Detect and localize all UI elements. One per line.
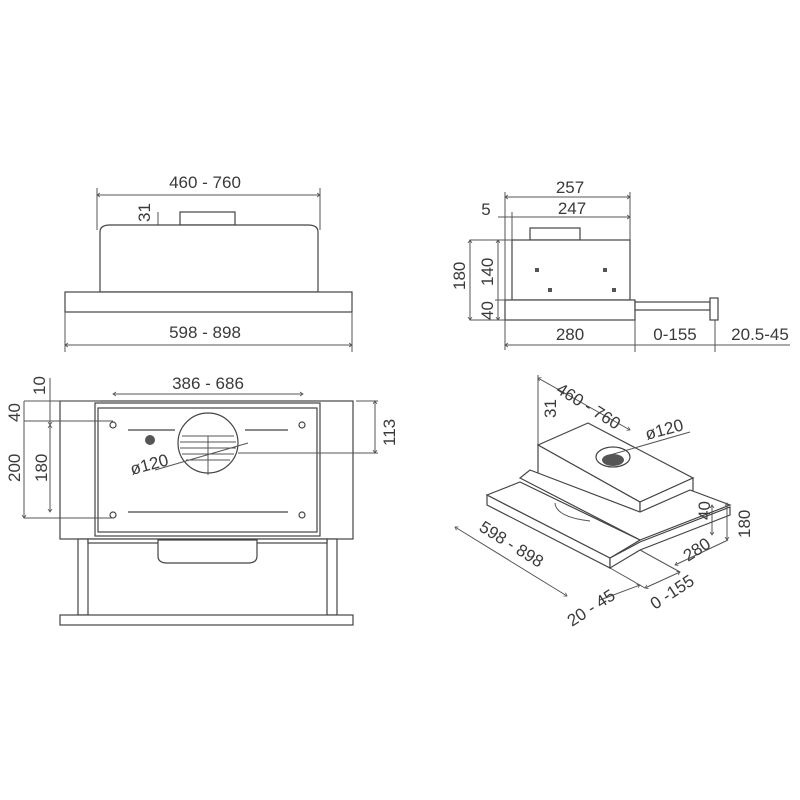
front-duct-height-label: 31	[135, 203, 154, 222]
front-view: 460 - 760 31 598 - 898	[65, 173, 352, 352]
iso-height-label: 180	[735, 510, 754, 538]
duct-collar	[179, 211, 236, 226]
side-height-panel-label: 40	[478, 301, 497, 320]
dim-40-label: 40	[5, 403, 24, 422]
hood-body	[99, 224, 319, 293]
dim-200-label: 200	[5, 454, 24, 482]
drawer-rail	[634, 301, 711, 311]
iso-panel-height-label: 40	[695, 501, 714, 520]
front-panel	[64, 291, 353, 313]
front-width-label: 460 - 760	[169, 173, 241, 192]
side-view: 257 5 247 180 140 40 280 0-155 20.5-45	[450, 178, 790, 352]
bottom-width-label: 386 - 686	[172, 374, 244, 393]
front-panel-width-label: 598 - 898	[169, 323, 241, 342]
front-trim	[59, 614, 354, 626]
side-front-label: 20.5-45	[731, 325, 789, 344]
side-height-total-label: 180	[450, 262, 469, 290]
side-offset-label: 5	[481, 200, 490, 219]
side-panel	[504, 299, 636, 321]
iso-view: 460 - 760 31 ø120 598 - 898 280 40 180 2…	[455, 375, 754, 630]
dim-10-label: 10	[30, 376, 49, 395]
side-extension-label: 0-155	[653, 325, 696, 344]
drawer-handle	[157, 539, 258, 564]
side-panel-depth-label: 280	[556, 325, 584, 344]
side-body	[511, 239, 631, 301]
iso-front-label: 20 - 45	[564, 586, 619, 631]
iso-extension-label: 0 -155	[647, 571, 698, 613]
side-depth-total-label: 257	[556, 178, 584, 197]
dim-113-label: 113	[380, 419, 399, 446]
side-depth-body-label: 247	[558, 199, 586, 218]
iso-duct-height-label: 31	[541, 399, 560, 418]
dim-180-label: 180	[32, 454, 51, 482]
side-height-body-label: 140	[478, 258, 497, 286]
bottom-view: 386 - 686 10 40 200 180 113 ø120	[5, 374, 399, 626]
